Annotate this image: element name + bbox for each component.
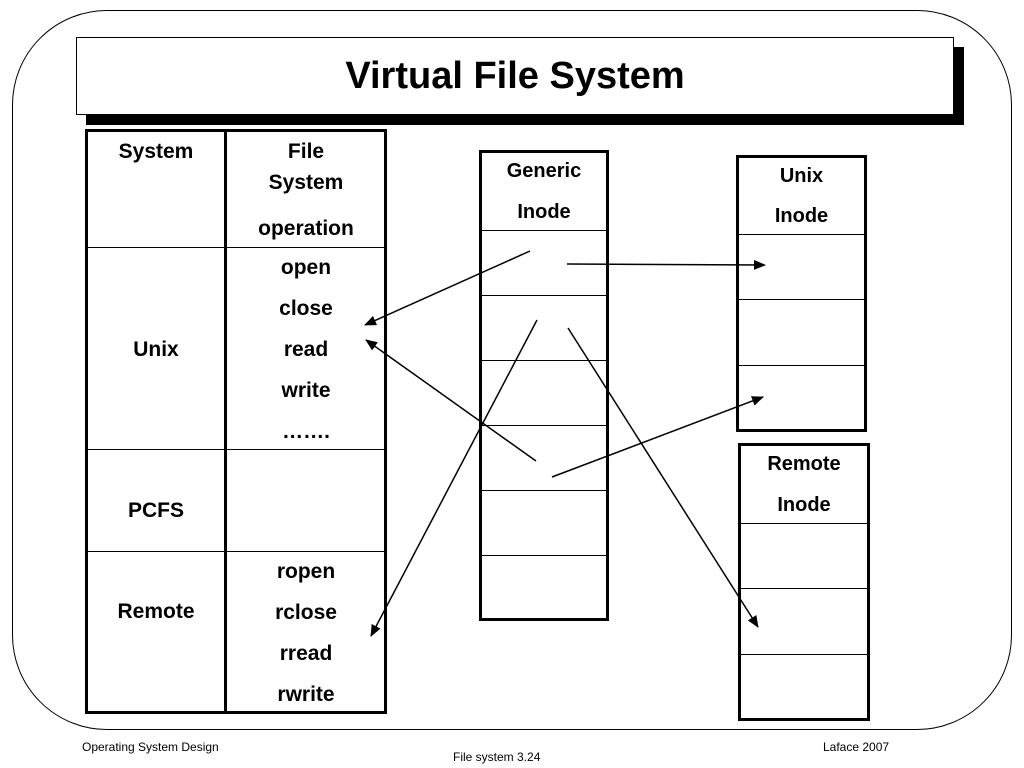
remote-inode-column: [738, 443, 870, 721]
operation-open: open: [280, 256, 332, 279]
operation-write: write: [281, 379, 331, 402]
table-header-fs-line3: operation: [258, 217, 354, 240]
generic-inode-slot-divider: [481, 555, 607, 556]
remote-inode-slot-divider: [740, 588, 868, 589]
arrow-generic-to-unix-inode: [566, 259, 766, 270]
unix-inode-slot-divider: [738, 234, 865, 235]
operation-close: close: [279, 297, 333, 320]
arrow-generic-to-unix-inode-lower: [551, 396, 764, 478]
unix-inode-label-line2: Inode: [774, 205, 829, 227]
arrow-generic-to-remote-inode: [567, 327, 759, 628]
table-row-divider-pcfs: [87, 551, 385, 552]
remote-inode-slot-divider: [740, 523, 868, 524]
generic-inode-label-line1: Generic: [506, 160, 582, 182]
operation-rread: rread: [279, 642, 333, 665]
remote-inode-label-line1: Remote: [767, 453, 841, 475]
arrow-generic-to-close: [364, 250, 531, 326]
generic-inode-label-line2: Inode: [517, 201, 571, 223]
generic-inode-slot-divider: [481, 230, 607, 231]
slide-frame: [12, 10, 1012, 730]
generic-inode-slot-divider: [481, 425, 607, 426]
generic-inode-slot-divider: [481, 295, 607, 296]
remote-inode-slot-divider: [740, 654, 868, 655]
operation-rwrite: rwrite: [277, 683, 335, 706]
unix-inode-column: [736, 155, 867, 432]
table-header-fs-line1: File: [287, 140, 325, 163]
footer-center: File system 3.24: [453, 750, 541, 764]
footer-right: Laface 2007: [823, 740, 890, 754]
operation-ellipsis: …….: [282, 420, 330, 443]
table-row-divider-unix: [87, 449, 385, 450]
table-row-system-pcfs: PCFS: [127, 499, 184, 522]
operations-table: [85, 129, 387, 714]
table-header-system: System: [118, 140, 194, 163]
footer-left: Operating System Design: [82, 740, 219, 754]
operation-rclose: rclose: [275, 601, 337, 624]
slide-title: Virtual File System: [345, 54, 685, 97]
arrow-generic-to-read: [365, 339, 537, 462]
table-header-fs-line2: System: [268, 171, 344, 194]
operation-read: read: [283, 338, 329, 361]
table-row-system-remote: Remote: [117, 600, 195, 623]
title-box: Virtual File System: [76, 37, 954, 115]
generic-inode-column: [479, 150, 609, 621]
unix-inode-label-line1: Unix: [779, 165, 824, 187]
operation-ropen: ropen: [276, 560, 336, 583]
generic-inode-slot-divider: [481, 490, 607, 491]
table-column-divider: [224, 129, 227, 714]
arrow-generic-to-rclose: [370, 319, 538, 637]
unix-inode-slot-divider: [738, 365, 865, 366]
unix-inode-slot-divider: [738, 299, 865, 300]
table-row-system-unix: Unix: [133, 338, 179, 361]
generic-inode-slot-divider: [481, 360, 607, 361]
remote-inode-label-line2: Inode: [777, 494, 831, 516]
table-header-divider: [87, 247, 385, 248]
